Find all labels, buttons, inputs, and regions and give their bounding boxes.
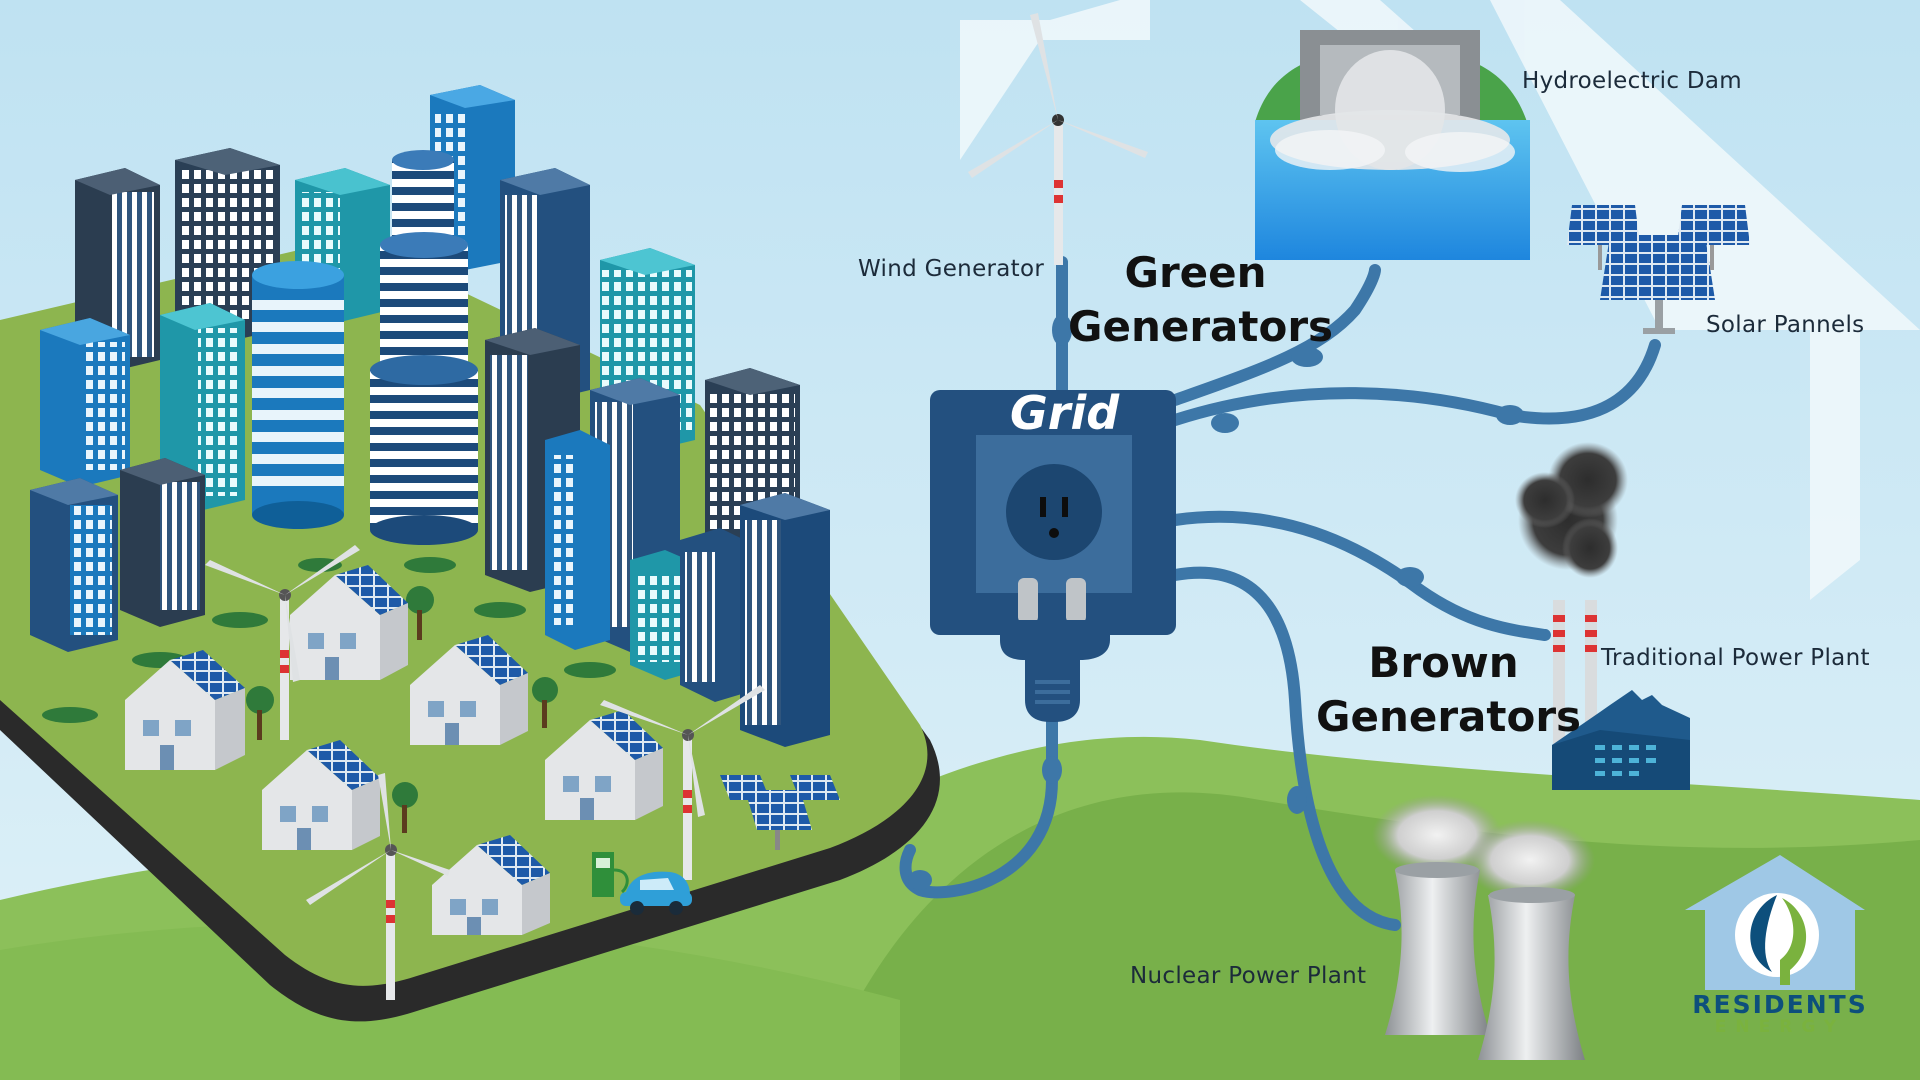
dam-icon [1255, 30, 1530, 260]
cable-knots [908, 314, 1524, 890]
brown-generators-line2: Generators [1316, 692, 1582, 741]
building-icon [252, 261, 344, 529]
green-generators-line1: Green [1124, 248, 1267, 297]
brand-tagline: ENERGY [1714, 1017, 1846, 1037]
houses [125, 565, 663, 935]
logo-icon [1685, 855, 1865, 990]
plug-icon [1000, 578, 1110, 722]
brand-wordmark: RESIDENTS ENERGY [1690, 990, 1870, 1037]
solar-panel-icon [1567, 205, 1750, 334]
brown-generators-heading: Brown Generators [1316, 636, 1582, 744]
green-generators-line2: Generators [1068, 302, 1334, 351]
tree-icon [532, 677, 558, 728]
city-solar-panels [720, 775, 840, 850]
building-icon [75, 168, 160, 372]
green-generators-heading: Green Generators [1068, 246, 1334, 354]
building-icon [370, 150, 478, 545]
house-icon [290, 565, 408, 680]
label-solar-pannels: Solar Pannels [1706, 312, 1865, 338]
solar-panel-icon [720, 775, 840, 850]
building-icon [680, 528, 755, 702]
house-icon [125, 650, 245, 770]
brown-generators-line1: Brown [1368, 638, 1519, 687]
power-cables [899, 256, 1661, 931]
tree-icon [406, 586, 434, 640]
label-traditional-power-plant: Traditional Power Plant [1601, 645, 1870, 671]
tree-icon [246, 686, 274, 740]
cooling-tower-icon [1372, 795, 1595, 1060]
wind-turbine-icon [968, 13, 1148, 265]
tree-icon [392, 782, 418, 833]
wind-turbine-icon [205, 545, 360, 740]
house-icon [432, 835, 550, 935]
wind-turbine-icon [600, 685, 765, 880]
outlet-icon [1006, 464, 1102, 560]
car-icon [620, 871, 692, 915]
house-icon [262, 740, 380, 850]
grid-box [930, 390, 1176, 722]
house-icon [545, 710, 663, 820]
house-icon [410, 635, 528, 745]
building-icon [160, 303, 245, 512]
building-icon [40, 318, 130, 487]
building-icon [120, 458, 205, 627]
label-wind-generator: Wind Generator [858, 256, 1045, 282]
label-nuclear-power-plant: Nuclear Power Plant [1130, 963, 1367, 989]
city-wind-turbines [205, 545, 765, 1000]
grid-title: Grid [1010, 386, 1120, 440]
smokestack-icon [1515, 442, 1628, 750]
charging-station-icon [592, 852, 629, 897]
label-hydroelectric-dam: Hydroelectric Dam [1522, 68, 1742, 94]
factory-icon [1552, 690, 1690, 790]
brand-name: RESIDENTS [1692, 990, 1868, 1019]
city-buildings [30, 85, 830, 747]
wind-turbine-icon [306, 773, 450, 1000]
trees [42, 557, 616, 833]
building-icon [30, 478, 118, 652]
building-icon [545, 430, 610, 650]
building-icon [740, 493, 830, 747]
